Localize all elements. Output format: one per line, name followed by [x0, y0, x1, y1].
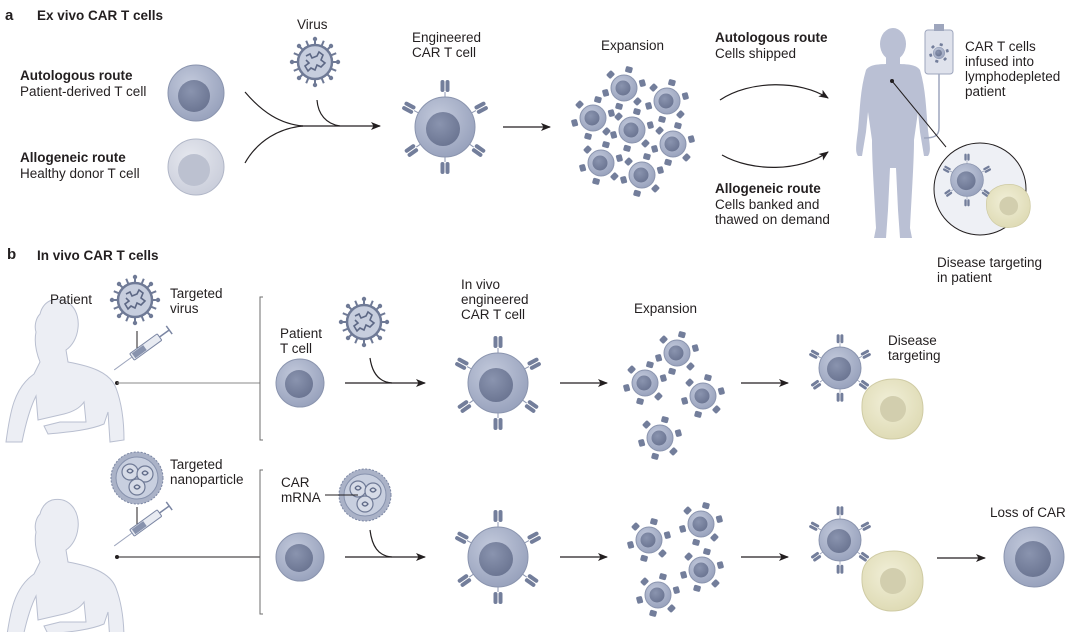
targeted-nanoparticle-label: Targeted nanoparticle	[170, 457, 244, 487]
autologous-tcell	[167, 64, 225, 122]
disease-targeting-label: Disease targeting	[888, 333, 941, 363]
ship-arrows	[719, 84, 829, 168]
in-vivo-engineered-label: In vivo engineered CAR T cell	[461, 277, 529, 322]
autologous-route-label: Autologous route	[20, 68, 133, 83]
engineered-car-t-label: Engineered CAR T cell	[412, 30, 482, 60]
iv-bag-icon	[923, 24, 954, 139]
autologous-route-desc: Patient-derived T cell	[20, 84, 147, 99]
disease-targeting-in-patient-label: Disease targeting in patient	[937, 255, 1043, 285]
expansion-cluster-a	[571, 66, 695, 197]
ship-allogeneic-desc: Cells banked and thawed on demand	[715, 197, 830, 227]
ship-allogeneic-label: Allogeneic route	[715, 181, 821, 196]
bracket	[259, 296, 263, 441]
patient-upper-body	[5, 498, 125, 632]
virus-label: Virus	[297, 17, 328, 32]
patient-label: Patient	[50, 292, 93, 307]
patient-tcell	[275, 358, 325, 408]
car-mrna-label: CAR mRNA	[281, 475, 321, 505]
panel-a-letter: a	[5, 7, 14, 24]
targeted-virus-label: Targeted virus	[170, 286, 223, 316]
panel-b-title: In vivo CAR T cells	[37, 248, 159, 263]
targeted-virus-icon	[108, 273, 162, 327]
infusion-label: CAR T cells infused into lymphodepleted …	[965, 39, 1061, 99]
in-vivo-car-t-cell	[454, 336, 541, 430]
tcell-lost-car	[1003, 526, 1065, 588]
loss-of-car-label: Loss of CAR	[990, 505, 1066, 520]
patient-body-silhouette	[856, 28, 930, 238]
disease-targeting-inset	[933, 142, 1031, 236]
ship-autologous-desc: Cells shipped	[715, 46, 797, 61]
syringe-icon	[110, 325, 173, 375]
syringe-icon	[110, 501, 173, 551]
callout-line	[891, 80, 947, 148]
expansion-cluster-b2	[627, 502, 724, 617]
disease-targeting-b2	[809, 506, 924, 612]
expansion-label-a: Expansion	[601, 38, 665, 53]
virus-icon	[337, 295, 391, 349]
allogeneic-tcell	[167, 138, 225, 196]
allogeneic-route-desc: Healthy donor T cell	[20, 166, 140, 181]
patient-tcell	[275, 532, 325, 582]
targeted-nanoparticle-icon	[110, 451, 164, 505]
panel-a-title: Ex vivo CAR T cells	[37, 8, 164, 23]
panel-b-letter: b	[7, 246, 17, 263]
patient-upper-body	[5, 298, 125, 443]
engineered-car-t-cell	[401, 80, 488, 174]
patient-tcell-label: Patient T cell	[280, 326, 323, 356]
merge-arrow	[244, 91, 381, 164]
expansion-cluster-b1	[623, 331, 725, 460]
bracket	[259, 469, 263, 615]
expansion-label-b: Expansion	[634, 301, 698, 316]
ship-autologous-label: Autologous route	[715, 30, 828, 45]
allogeneic-route-label: Allogeneic route	[20, 150, 126, 165]
in-vivo-car-t-cell	[454, 510, 541, 604]
virus-icon	[288, 35, 342, 89]
